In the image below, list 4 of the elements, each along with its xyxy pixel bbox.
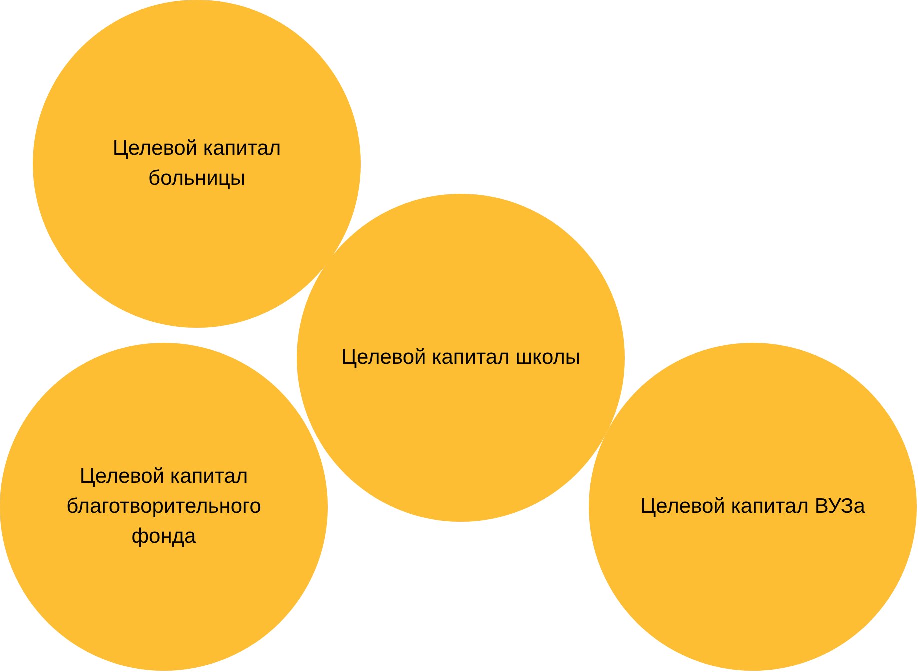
node-label: Целевой капитал больницы xyxy=(112,136,282,192)
node-label: Целевой капитал школы xyxy=(341,345,581,371)
node-label: Целевой капитал благотворительного фонда xyxy=(66,464,262,550)
node-label: Целевой капитал ВУЗа xyxy=(640,494,866,520)
